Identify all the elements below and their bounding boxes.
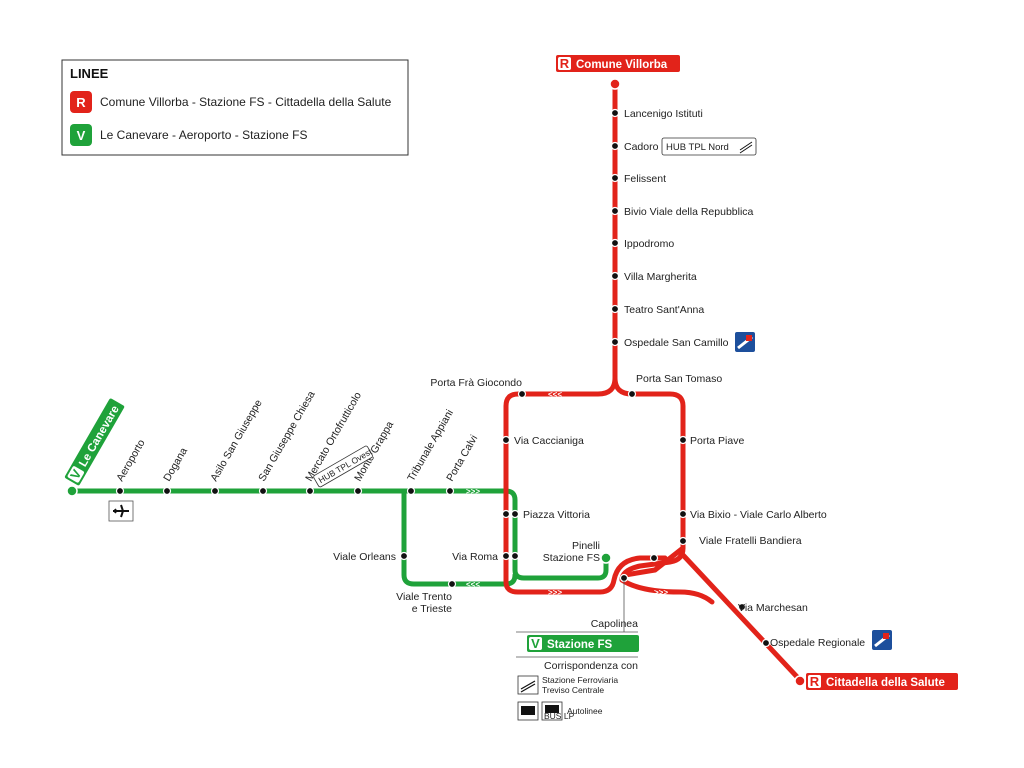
terminal-red-south: R Cittadella della Salute xyxy=(806,673,958,690)
green-line xyxy=(69,488,609,587)
stop-teatro: Teatro Sant'Anna xyxy=(624,304,704,316)
svg-text:Stazione FS: Stazione FS xyxy=(547,639,613,651)
stop-trento-2: e Trieste xyxy=(412,603,452,615)
stop-dots xyxy=(115,108,771,648)
airport-icon xyxy=(108,500,134,522)
red-loop-connector xyxy=(622,545,686,578)
green-loop-route xyxy=(401,488,518,587)
stop-fratelli-bandiera: Viale Fratelli Bandiera xyxy=(699,535,802,547)
red-north-labels: Lancenigo Istituti Cadoro Felissent Bivi… xyxy=(430,108,865,649)
hub-nord-icon xyxy=(739,141,753,154)
green-main-route xyxy=(69,488,609,581)
svg-text:>>>: >>> xyxy=(548,588,562,597)
red-south-connector-1 xyxy=(619,577,715,605)
green-labels: Aeroporto Dogana Asilo San Giuseppe San … xyxy=(114,389,480,615)
svg-text:>>>: >>> xyxy=(466,487,480,496)
stop-via-roma: Via Roma xyxy=(452,551,498,563)
stop-aeroporto: Aeroporto xyxy=(114,437,148,483)
hospital-icon xyxy=(872,630,892,650)
legend: LINEE R Comune Villorba - Stazione FS - … xyxy=(61,59,409,156)
stop-porta-tomaso: Porta San Tomaso xyxy=(636,373,722,385)
hub-nord: HUB TPL Nord xyxy=(661,137,757,156)
red-loop-east xyxy=(612,375,686,583)
stop-cadoro: Cadoro xyxy=(624,141,659,153)
info-stazione-2: Treviso Centrale xyxy=(542,685,604,695)
legend-red-label: Comune Villorba - Stazione FS - Cittadel… xyxy=(100,95,392,109)
direction-arrows: <<< >>> >>> <<< >>> xyxy=(466,390,668,597)
svg-text:>>>: >>> xyxy=(654,588,668,597)
legend-title: LINEE xyxy=(70,66,109,81)
svg-text:HUB TPL Nord: HUB TPL Nord xyxy=(666,142,729,153)
red-south-branch xyxy=(680,552,803,683)
stop-felissent: Felissent xyxy=(624,173,666,185)
stop-asilo: Asilo San Giuseppe xyxy=(208,397,265,483)
info-capolinea: Capolinea xyxy=(591,618,638,630)
hospital-icon xyxy=(735,332,755,352)
legend-green-badge xyxy=(70,124,92,146)
stop-pinelli-2: Stazione FS xyxy=(543,552,600,564)
legend-red-badge xyxy=(70,91,92,113)
svg-text:BUS LP: BUS LP xyxy=(544,711,575,721)
terminal-dots xyxy=(66,78,806,687)
svg-text:Le Canevare: Le Canevare xyxy=(77,404,122,469)
stop-porta-calvi: Porta Calvi xyxy=(444,433,480,483)
info-stazione-1: Stazione Ferroviaria xyxy=(542,675,618,685)
bus-icon: BUS LP xyxy=(517,701,575,721)
svg-text:R: R xyxy=(560,56,570,71)
stop-piazza-vittoria: Piazza Vittoria xyxy=(523,509,590,521)
svg-text:Comune Villorba: Comune Villorba xyxy=(576,59,668,71)
stop-bivio: Bivio Viale della Repubblica xyxy=(624,206,754,218)
terminal-red-north: R Comune Villorba xyxy=(556,55,680,72)
svg-text:<<<: <<< xyxy=(466,580,480,589)
stop-trento-1: Viale Trento xyxy=(396,591,452,603)
stop-ospedale-regionale: Ospedale Regionale xyxy=(770,637,865,649)
red-loop-west xyxy=(503,375,668,595)
stop-via-bixio: Via Bixio - Viale Carlo Alberto xyxy=(690,509,827,521)
svg-text:V: V xyxy=(531,636,540,651)
stop-pinelli-1: Pinelli xyxy=(572,540,600,552)
info-autolinee: Autolinee xyxy=(567,706,603,716)
terminal-green-end: V Stazione FS xyxy=(516,631,639,652)
stop-villa-margherita: Villa Margherita xyxy=(624,271,697,283)
stop-via-caccianiga: Via Caccianiga xyxy=(514,435,584,447)
svg-text:<<<: <<< xyxy=(548,390,562,399)
legend-red-letter: R xyxy=(76,95,86,110)
stop-via-marchesan: Via Marchesan xyxy=(738,602,808,614)
red-line xyxy=(503,81,803,683)
stop-ippodromo: Ippodromo xyxy=(624,238,674,250)
svg-text:R: R xyxy=(810,674,820,689)
info-block: Capolinea Corrispondenza con Stazione Fe… xyxy=(516,580,638,721)
info-corrispondenza: Corrispondenza con xyxy=(544,660,638,672)
stop-porta-piave: Porta Piave xyxy=(690,435,744,447)
legend-green-letter: V xyxy=(77,128,86,143)
stop-porta-fra: Porta Frà Giocondo xyxy=(430,377,522,389)
stop-ospedale-camillo: Ospedale San Camillo xyxy=(624,337,729,349)
stop-lancenigo: Lancenigo Istituti xyxy=(624,108,703,120)
stop-viale-orleans: Viale Orleans xyxy=(333,551,396,563)
stop-dogana: Dogana xyxy=(161,446,190,484)
svg-text:Cittadella della Salute: Cittadella della Salute xyxy=(826,677,945,689)
train-icon xyxy=(517,675,539,695)
legend-green-label: Le Canevare - Aeroporto - Stazione FS xyxy=(100,128,307,142)
